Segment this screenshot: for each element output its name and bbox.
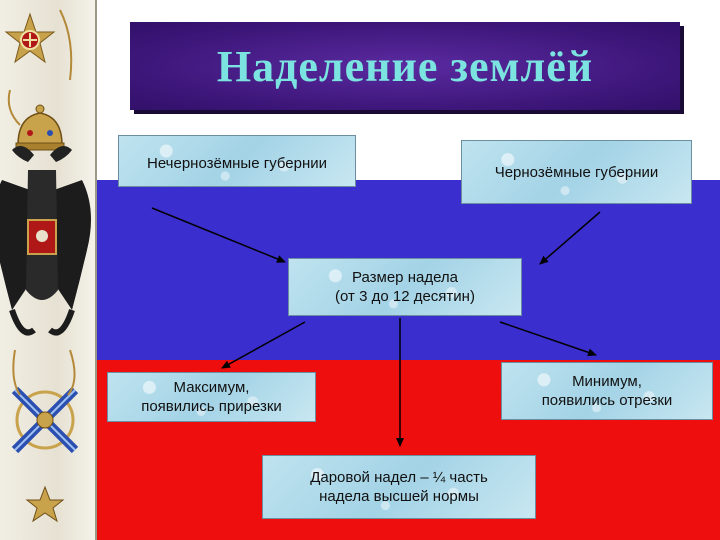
arrow-size-to-max xyxy=(221,321,306,369)
node-maximum-additions: Максимум, появились прирезки xyxy=(107,372,316,422)
node-gift-allotment: Даровой надел – ¼ часть надела высшей но… xyxy=(262,455,536,519)
arrow-size-to-min xyxy=(499,321,597,357)
node-nonblack-earth-provinces: Нечернозёмные губернии xyxy=(118,135,356,187)
imperial-coat-of-arms-icon xyxy=(0,9,91,523)
page-title: Наделение землёй xyxy=(216,41,594,91)
arrow-nonblack-to-size xyxy=(151,207,286,263)
node-allotment-size: Размер надела (от 3 до 12 десятин) xyxy=(288,258,522,316)
arrow-black-to-size xyxy=(539,211,601,265)
title-banner: Наделение землёй xyxy=(130,22,680,110)
node-black-earth-provinces: Чернозёмные губернии xyxy=(461,140,692,204)
side-decoration-strip xyxy=(0,0,97,540)
node-minimum-cutoffs: Минимум, появились отрезки xyxy=(501,362,713,420)
